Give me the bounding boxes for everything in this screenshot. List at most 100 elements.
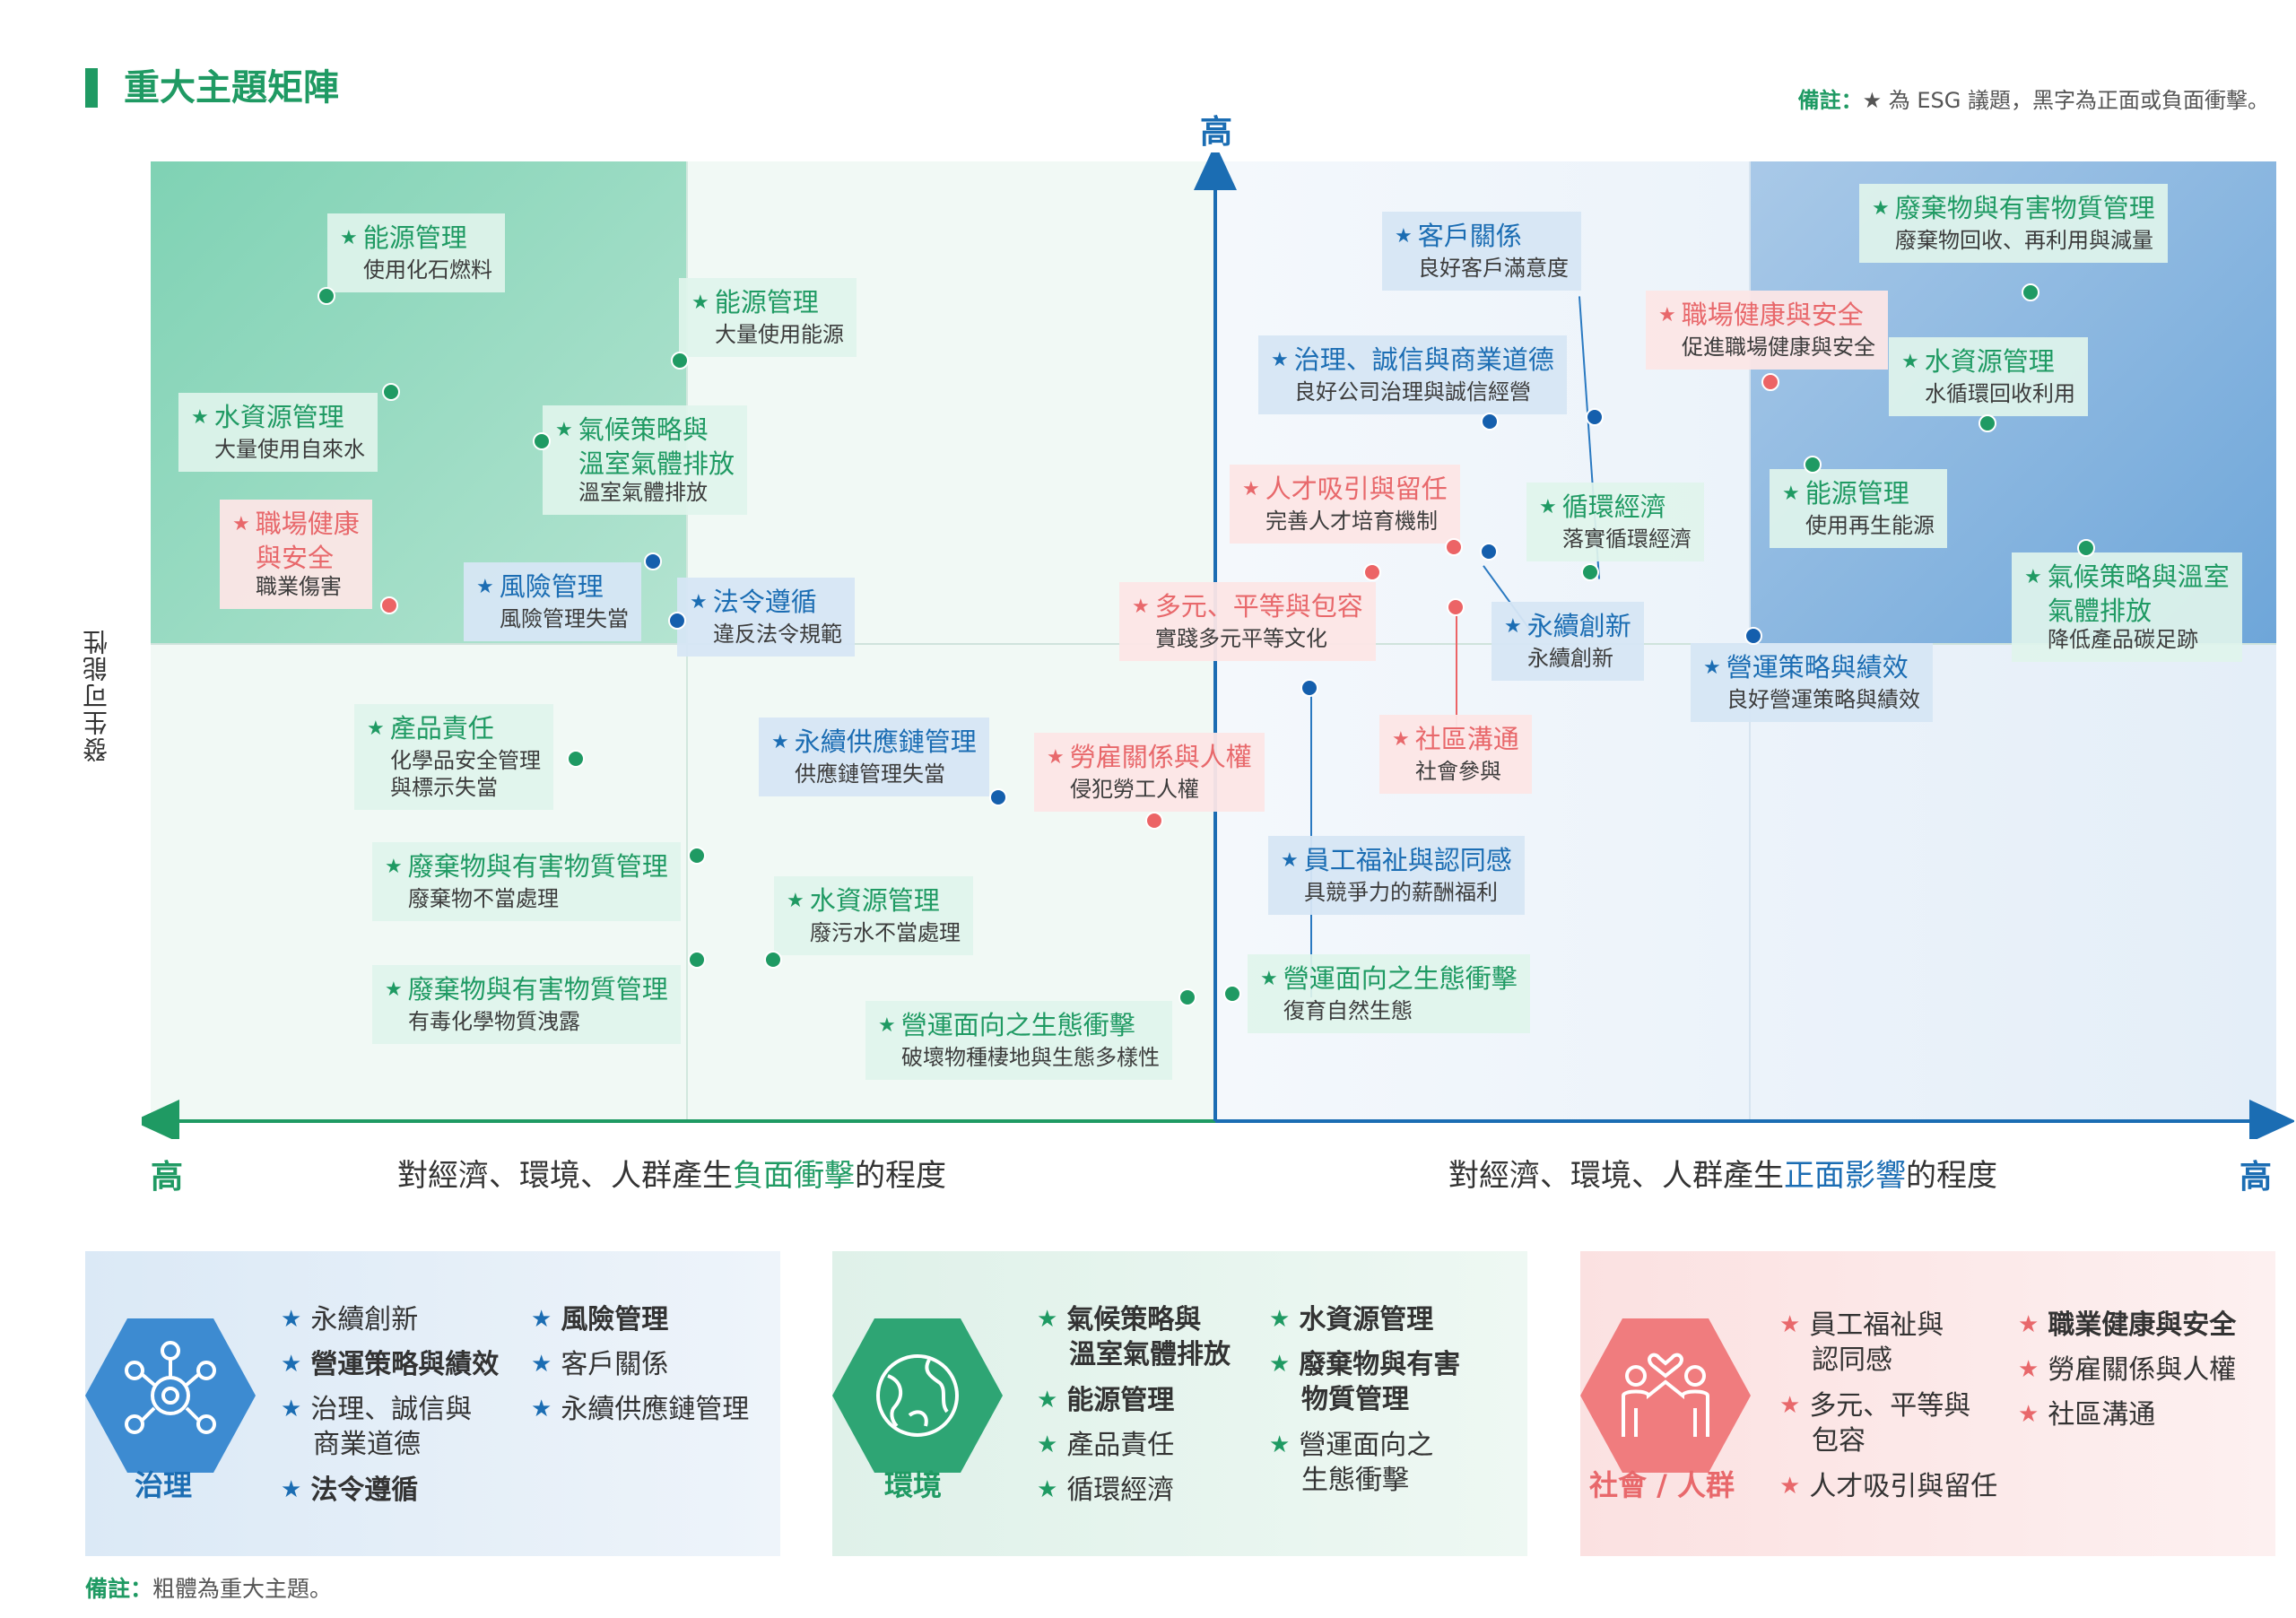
topic-marker <box>1761 373 1779 391</box>
topic-label: ★營運面向之生態衝擊破壞物種棲地與生態多樣性 <box>865 1001 1172 1080</box>
topic-marker <box>533 432 551 450</box>
star-icon: ★ <box>771 731 789 753</box>
star-icon: ★ <box>531 1351 552 1378</box>
legend-social: 社會 / 人群 ★員工福祉與認同感 ★多元、平等與包容 ★人才吸引與留任 ★職業… <box>1580 1251 2275 1556</box>
legend-item: ★廢棄物與有害物質管理 <box>1269 1349 1461 1415</box>
star-icon: ★ <box>367 718 385 740</box>
legend-item: ★營運面向之生態衝擊 <box>1269 1430 1434 1496</box>
topic-label: ★氣候策略與溫室氣體排放降低產品碳足跡 <box>2012 552 2242 662</box>
globe-leaf-icon <box>876 1354 959 1437</box>
social-caption: 社會 / 人群 <box>1589 1468 1735 1502</box>
topic-label: ★循環經濟落實循環經濟 <box>1526 483 1704 561</box>
topic-label: ★永續創新永續創新 <box>1492 602 1644 681</box>
governance-hexagon <box>85 1318 256 1473</box>
star-icon: ★ <box>1260 968 1278 990</box>
star-icon: ★ <box>2024 566 2042 588</box>
topic-marker <box>1178 988 1196 1006</box>
star-icon: ★ <box>2018 1401 2039 1428</box>
legend-item: ★人才吸引與留任 <box>1779 1471 1998 1502</box>
star-icon: ★ <box>1872 197 1890 220</box>
topic-label: ★能源管理使用再生能源 <box>1770 469 1947 548</box>
legend-item: ★員工福祉與認同感 <box>1779 1309 1944 1376</box>
topic-label: ★永續供應鏈管理供應鏈管理失當 <box>759 718 989 796</box>
bottom-note: 備註：粗體為重大主題。 <box>85 1571 332 1604</box>
star-icon: ★ <box>1703 657 1721 679</box>
topic-marker <box>2022 283 2039 301</box>
star-icon: ★ <box>2018 1311 2039 1338</box>
top-note-text: ★ 為 ESG 議題，黑字為正面或負面衝擊。 <box>1862 88 2269 113</box>
star-icon: ★ <box>340 227 358 249</box>
topic-label: ★廢棄物與有害物質管理有毒化學物質洩露 <box>372 965 681 1044</box>
topic-label: ★社區溝通社會參與 <box>1379 715 1532 794</box>
star-icon: ★ <box>281 1476 302 1503</box>
topic-label: ★廢棄物與有害物質管理廢棄物不當處理 <box>372 842 681 921</box>
quadrant-upper-mid-left <box>686 161 1215 643</box>
legend-item: ★永續創新 <box>281 1304 419 1335</box>
topic-label: ★客戶關係良好客戶滿意度 <box>1382 212 1581 291</box>
star-icon: ★ <box>1779 1311 1801 1338</box>
star-icon: ★ <box>191 406 209 429</box>
star-icon: ★ <box>1539 496 1557 518</box>
star-icon: ★ <box>1395 225 1413 248</box>
materiality-matrix: ★能源管理使用化石燃料 ★能源管理大量使用能源 ★水資源管理大量使用自來水 ★氣… <box>142 152 2294 1139</box>
people-heart-icon <box>1622 1353 1709 1437</box>
star-icon: ★ <box>1392 728 1410 751</box>
star-icon: ★ <box>1782 483 1800 505</box>
star-icon: ★ <box>1037 1387 1058 1414</box>
star-icon: ★ <box>1132 596 1150 618</box>
star-icon: ★ <box>2018 1356 2039 1383</box>
legend-item: ★職業健康與安全 <box>2018 1309 2237 1341</box>
title-accent-bar <box>85 68 98 108</box>
network-gear-icon <box>125 1341 216 1434</box>
topic-label: ★水資源管理廢污水不當處理 <box>774 876 973 955</box>
legend-item: ★氣候策略與溫室氣體排放 <box>1037 1304 1231 1370</box>
environment-caption: 環境 <box>884 1468 943 1502</box>
topic-marker <box>1300 679 1318 697</box>
legend-item: ★多元、平等與包容 <box>1779 1390 1971 1457</box>
topic-marker <box>1481 413 1499 431</box>
topic-marker <box>380 596 398 614</box>
star-icon: ★ <box>1271 349 1289 371</box>
legend-item: ★社區溝通 <box>2018 1399 2156 1431</box>
topic-label: ★能源管理大量使用能源 <box>679 278 857 357</box>
legend-item: ★營運策略與績效 <box>281 1349 500 1380</box>
leader-line-community <box>1456 608 1457 730</box>
topic-marker <box>1145 812 1163 830</box>
x-axis-negative-label: 對經濟、環境、人群產生負面衝擊的程度 <box>397 1158 946 1194</box>
topic-label: ★廢棄物與有害物質管理廢棄物回收、再利用與減量 <box>1859 184 2168 263</box>
y-axis-label: 發生可能性 <box>82 628 111 762</box>
x-axis-positive-label: 對經濟、環境、人群產生正面影響的程度 <box>1448 1158 1997 1194</box>
topic-marker <box>1480 543 1498 561</box>
star-icon: ★ <box>1037 1431 1058 1458</box>
star-icon: ★ <box>1037 1306 1058 1333</box>
topic-label: ★能源管理使用化石燃料 <box>327 213 505 292</box>
topic-marker <box>1979 414 1996 432</box>
star-icon: ★ <box>1779 1473 1801 1500</box>
topic-label: ★職場健康與安全職業傷害 <box>220 500 372 609</box>
topic-marker <box>1586 408 1604 426</box>
star-icon: ★ <box>1047 746 1065 769</box>
topic-marker <box>1804 456 1822 474</box>
top-note: 備註：★ 為 ESG 議題，黑字為正面或負面衝擊。 <box>1798 83 2269 114</box>
legend-item: ★能源管理 <box>1037 1385 1175 1416</box>
star-icon: ★ <box>1037 1476 1058 1503</box>
star-icon: ★ <box>1269 1306 1291 1333</box>
star-icon: ★ <box>385 856 403 878</box>
legend-item: ★勞雇關係與人權 <box>2018 1354 2237 1386</box>
legend-item: ★法令遵循 <box>281 1474 419 1506</box>
topic-label: ★營運面向之生態衝擊復育自然生態 <box>1248 954 1530 1033</box>
topic-marker <box>688 951 706 969</box>
topic-marker <box>2077 539 2095 557</box>
star-icon: ★ <box>385 979 403 1001</box>
topic-marker <box>567 750 585 768</box>
topic-marker <box>1445 538 1463 556</box>
legend-item: ★產品責任 <box>1037 1430 1175 1461</box>
topic-label: ★勞雇關係與人權侵犯勞工人權 <box>1034 733 1265 812</box>
star-icon: ★ <box>1269 1431 1291 1458</box>
topic-marker <box>1447 598 1465 616</box>
star-icon: ★ <box>531 1306 552 1333</box>
star-icon: ★ <box>1269 1351 1291 1378</box>
star-icon: ★ <box>1504 615 1522 638</box>
star-icon: ★ <box>232 513 250 535</box>
star-icon: ★ <box>281 1396 302 1422</box>
